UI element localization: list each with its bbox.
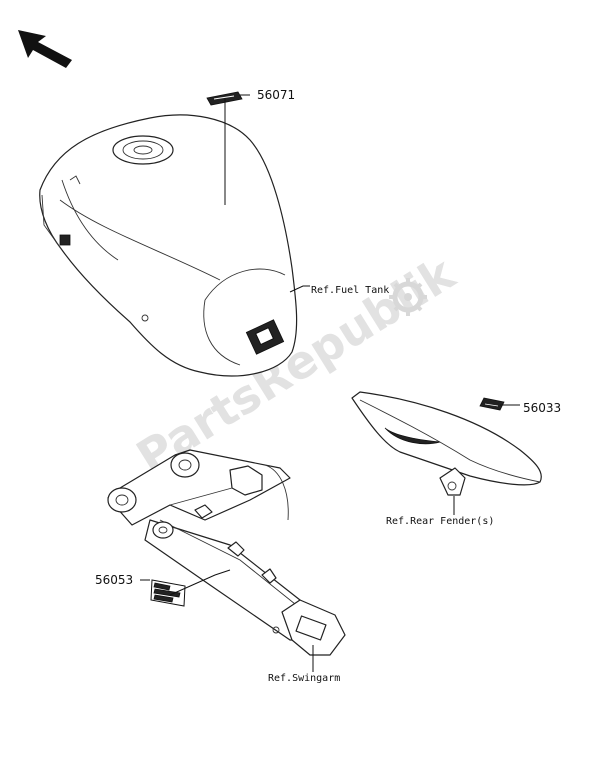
ref-fuel-tank-label: Ref.Fuel Tank <box>311 285 389 296</box>
ref-rear-fender-label: Ref.Rear Fender(s) <box>386 516 494 527</box>
ref-swingarm-label: Ref.Swingarm <box>268 673 340 684</box>
part-number-56071: 56071 <box>257 88 295 102</box>
decal-56033 <box>479 397 505 411</box>
decal-56053 <box>150 579 186 607</box>
part-number-56033: 56033 <box>523 401 561 415</box>
leader-lines <box>140 94 520 672</box>
fuel-tank-drawing <box>39 114 298 377</box>
gear-icon <box>389 278 427 316</box>
part-number-56053: 56053 <box>95 573 133 587</box>
swingarm-drawing <box>107 449 346 656</box>
front-direction-arrow-icon <box>18 30 72 68</box>
chain-guard-drawing <box>351 391 542 496</box>
